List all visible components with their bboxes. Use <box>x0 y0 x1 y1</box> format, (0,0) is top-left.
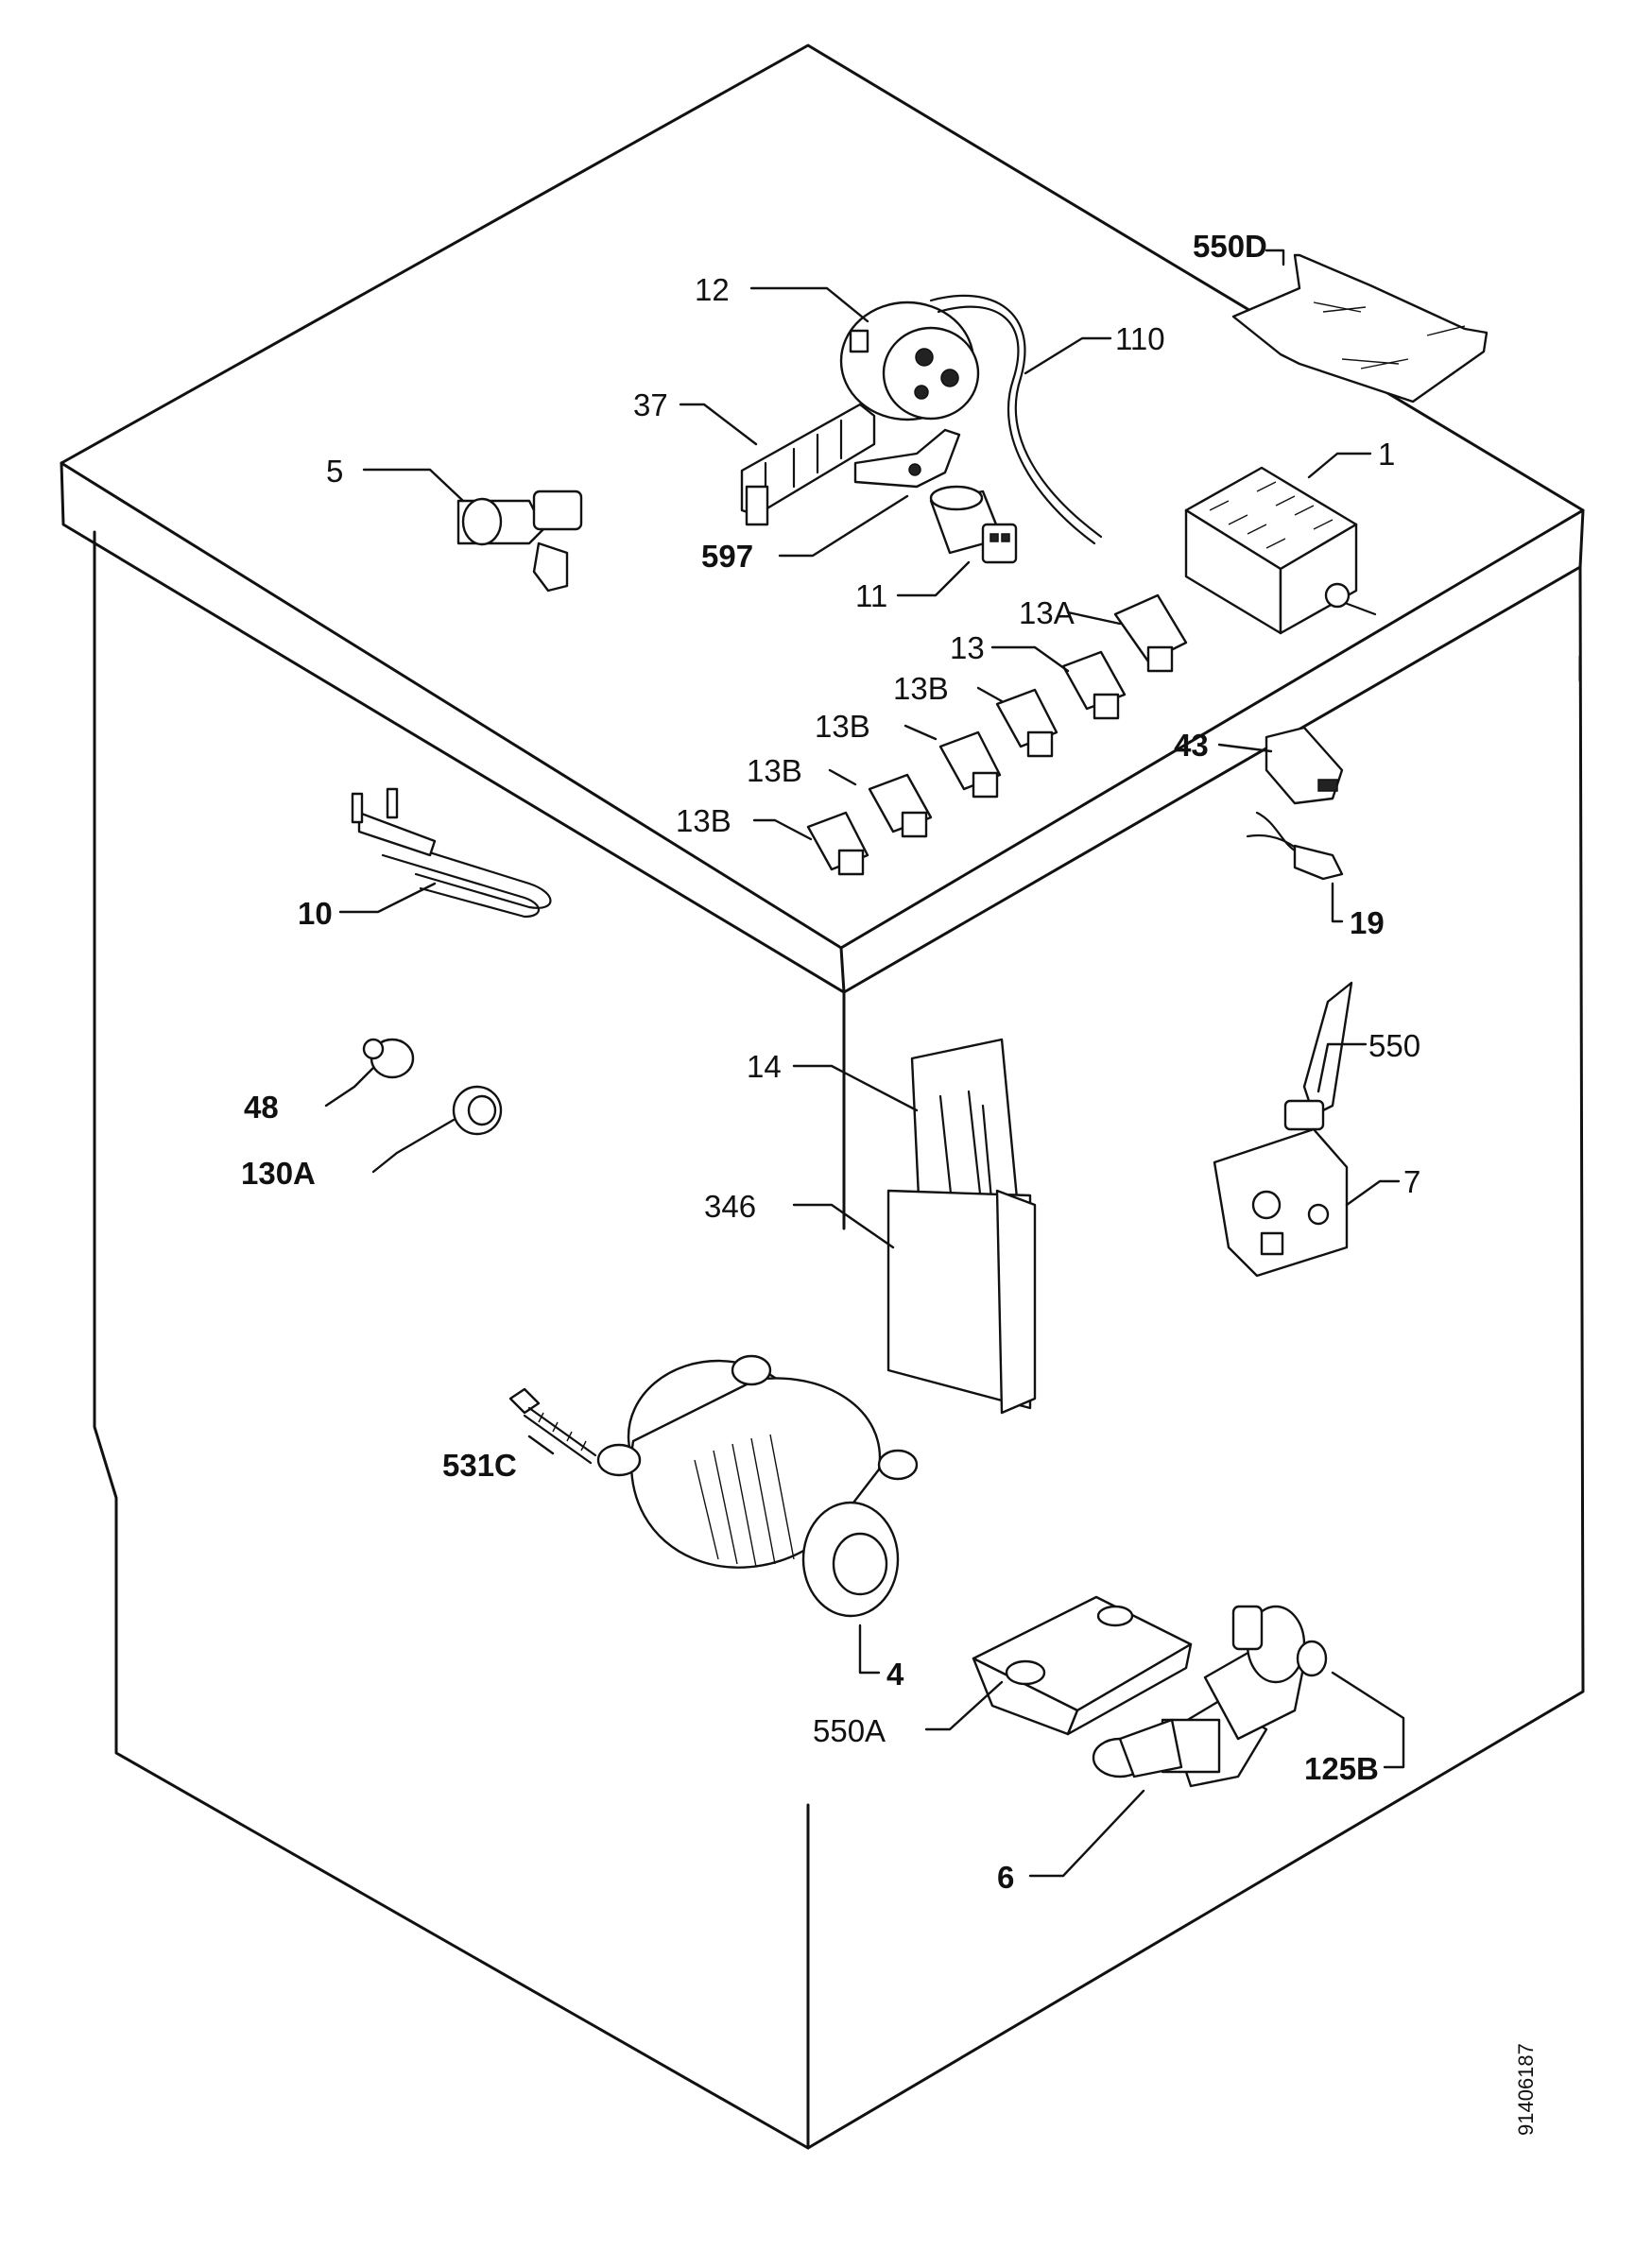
label-13B-1: 13B <box>893 671 949 706</box>
label-10: 10 <box>298 896 333 931</box>
label-550D: 550D <box>1193 229 1267 264</box>
label-48: 48 <box>244 1090 279 1125</box>
part-4-motor <box>596 1354 919 1618</box>
label-5: 5 <box>326 454 343 489</box>
label-13B-4: 13B <box>676 803 731 838</box>
document-number: 91406187 <box>1514 2043 1538 2136</box>
part-597-clip <box>853 428 961 489</box>
part-11-capacitor <box>929 485 1018 564</box>
cabinet-outline <box>60 43 1585 2150</box>
label-1: 1 <box>1378 437 1395 472</box>
part-10-heating-element <box>351 787 552 919</box>
part-19-sensor <box>1246 811 1344 881</box>
part-110-hose <box>929 294 1103 545</box>
label-13A: 13A <box>1019 595 1075 630</box>
label-4: 4 <box>886 1657 904 1692</box>
connector-13B-4 <box>806 811 869 876</box>
label-110: 110 <box>1115 321 1165 356</box>
part-6-drain-pump <box>1092 1605 1328 1788</box>
label-130A: 130A <box>241 1156 316 1191</box>
part-1-programmer <box>1184 466 1377 635</box>
connector-13A <box>1113 593 1188 673</box>
part-531C-screw <box>508 1387 597 1465</box>
label-550: 550 <box>1368 1028 1420 1063</box>
label-7: 7 <box>1403 1164 1420 1199</box>
connector-13B-3 <box>868 773 933 838</box>
label-13B-3: 13B <box>747 753 802 788</box>
label-13B-2: 13B <box>815 709 870 744</box>
part-130A-button <box>452 1085 503 1136</box>
part-labels: 550D 12 110 37 5 1 597 11 13A 13 13B 13B… <box>241 229 1420 1895</box>
part-346-dispenser-box <box>886 1189 1037 1415</box>
connector-13B-1 <box>995 688 1058 758</box>
label-11: 11 <box>855 578 887 613</box>
leader-lines <box>324 249 1405 1878</box>
label-531C: 531C <box>442 1448 517 1483</box>
part-48-indicator <box>362 1038 415 1079</box>
label-597: 597 <box>701 539 753 574</box>
part-7-door-lock <box>1213 1127 1349 1278</box>
label-12: 12 <box>695 272 730 307</box>
label-14: 14 <box>747 1049 782 1084</box>
label-6: 6 <box>997 1860 1014 1895</box>
part-550A-cover-block <box>972 1595 1193 1736</box>
part-12-pressure-switch <box>839 301 980 421</box>
label-19: 19 <box>1350 905 1385 940</box>
label-43: 43 <box>1174 728 1209 763</box>
label-13: 13 <box>950 630 985 665</box>
part-5-inlet-valve <box>456 490 583 593</box>
label-37: 37 <box>633 387 668 422</box>
label-125B: 125B <box>1304 1751 1379 1786</box>
part-550-lever <box>1283 981 1353 1131</box>
connector-13 <box>1061 650 1127 720</box>
part-43-switch <box>1265 726 1344 805</box>
connector-13B-2 <box>938 730 1002 799</box>
part-37-bracket <box>740 403 876 526</box>
part-550D-cover-plate <box>1231 253 1489 404</box>
label-550A: 550A <box>813 1713 886 1748</box>
label-346: 346 <box>704 1189 756 1224</box>
